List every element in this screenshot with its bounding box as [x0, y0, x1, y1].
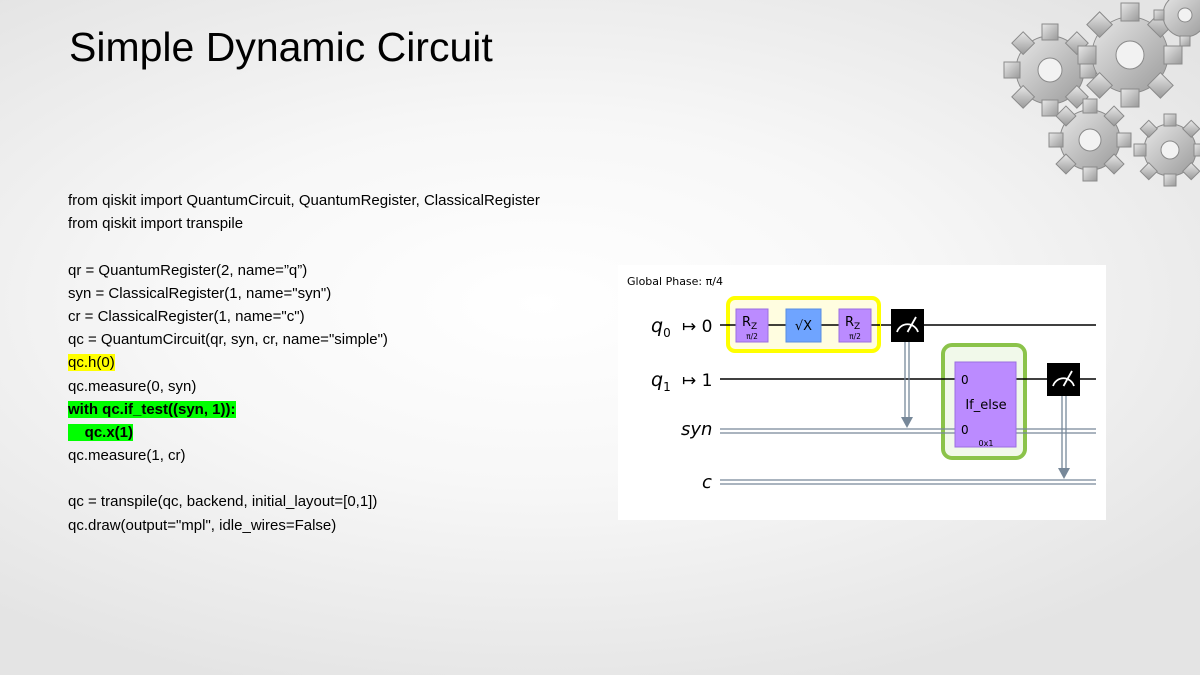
code-text: syn = ClassicalRegister(1, name="syn") [68, 284, 332, 302]
if-else-q-index: 0 [961, 373, 969, 387]
measure-q0-syn [891, 309, 924, 428]
circuit-diagram: Global Phase: π/4 q0 ↦ 0 q1 ↦ 1 syn c [618, 265, 1106, 520]
slide-title: Simple Dynamic Circuit [69, 24, 493, 70]
code-line: qc.measure(1, cr) [68, 444, 540, 467]
code-text: qr = QuantumRegister(2, name=”q”) [68, 261, 308, 279]
code-text: cr = ClassicalRegister(1, name="c") [68, 307, 305, 325]
code-text: from qiskit import transpile [68, 215, 244, 233]
code-text: qc.measure(1, cr) [68, 447, 186, 465]
measure-q1-c [1047, 363, 1080, 479]
gears-icon [1003, 0, 1200, 187]
svg-text:RZ: RZ [742, 315, 757, 332]
code-line-highlighted: with qc.if_test((syn, 1)): [68, 398, 540, 421]
code-text: qc.measure(0, syn) [68, 377, 197, 395]
if-else-condition: 0x1 [979, 439, 994, 448]
code-line: syn = ClassicalRegister(1, name="syn") [68, 282, 540, 305]
code-text: qc = QuantumCircuit(qr, syn, cr, name="s… [68, 331, 388, 349]
svg-text:RZ: RZ [845, 315, 860, 332]
if-else-c-index: 0 [961, 423, 969, 437]
wire-label-name: q [651, 369, 663, 391]
wire-label-q1: q1 ↦ 1 [651, 369, 712, 394]
gate-label: R [742, 315, 751, 330]
code-text: qc.h(0) [68, 354, 115, 372]
code-line: qr = QuantumRegister(2, name=”q”) [68, 259, 540, 282]
wire-label-c: c [702, 472, 712, 493]
rz-gate-1: RZ π/2 [735, 308, 769, 343]
code-text: qc.x(1) [68, 423, 134, 441]
if-else-gate: 0 If_else 0 0x1 [954, 361, 1017, 448]
gate-param: π/2 [849, 332, 861, 341]
measure-icon [891, 309, 924, 342]
svg-text:q1: q1 [651, 369, 671, 394]
gate-label: √X [795, 319, 812, 334]
wire-label-map: ↦ 0 [682, 317, 712, 337]
circuit-svg: Global Phase: π/4 q0 ↦ 0 q1 ↦ 1 syn c [627, 275, 1096, 493]
rz-gate-2: RZ π/2 [838, 308, 872, 343]
code-text: from qiskit import QuantumCircuit, Quant… [68, 192, 540, 209]
code-line: qc.draw(output="mpl", idle_wires=False) [68, 514, 540, 537]
sx-gate: √X [785, 308, 822, 343]
code-line-highlighted: qc.x(1) [68, 421, 540, 444]
global-phase-label: Global Phase: π/4 [627, 275, 723, 288]
gate-sub: Z [751, 322, 757, 332]
wire-label-sub: 0 [663, 326, 671, 340]
code-block: from qiskit import QuantumCircuit, Quant… [68, 189, 540, 537]
svg-text:q0: q0 [651, 315, 671, 340]
code-text: with qc.if_test((syn, 1)): [68, 400, 236, 418]
code-line [68, 235, 540, 258]
code-line: qc = transpile(qc, backend, initial_layo… [68, 490, 540, 513]
code-line-highlighted: qc.h(0) [68, 351, 540, 374]
gate-sub: Z [854, 322, 860, 332]
wire-syn [720, 428, 1096, 434]
wire-label-syn: syn [681, 419, 712, 440]
code-line: qc.measure(0, syn) [68, 375, 540, 398]
wire-label-map: ↦ 1 [682, 371, 712, 391]
code-text: qc.draw(output="mpl", idle_wires=False) [68, 516, 337, 534]
wire-c [720, 479, 1096, 485]
code-line: from qiskit import QuantumCircuit, Quant… [68, 189, 540, 212]
gate-label: R [845, 315, 854, 330]
code-line [68, 467, 540, 490]
code-text: qc = transpile(qc, backend, initial_layo… [68, 493, 378, 511]
if-else-label: If_else [965, 398, 1006, 413]
code-line: cr = ClassicalRegister(1, name="c") [68, 305, 540, 328]
wire-label-name: q [651, 315, 663, 337]
measure-icon [1047, 363, 1080, 396]
wire-label-q0: q0 ↦ 0 [651, 315, 712, 340]
code-line: qc = QuantumCircuit(qr, syn, cr, name="s… [68, 328, 540, 351]
gate-param: π/2 [746, 332, 758, 341]
wire-label-sub: 1 [663, 380, 671, 394]
code-line: from qiskit import transpile [68, 212, 540, 235]
